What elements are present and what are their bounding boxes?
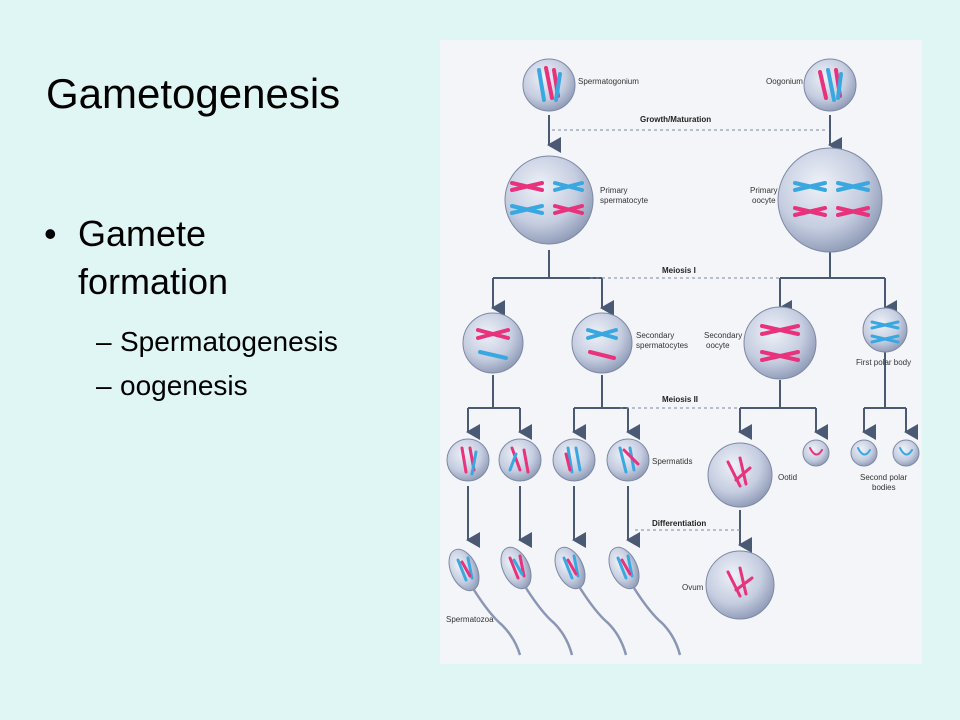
chromosomes — [460, 66, 913, 598]
first-polar-body-cell — [862, 307, 908, 353]
label-second-polar-1: Second polar — [860, 473, 907, 482]
label-primary-spermatocyte-2: spermatocyte — [600, 196, 649, 205]
spermatid-cell — [498, 438, 542, 482]
primary-spermatocyte-cell — [504, 155, 594, 245]
primary-oocyte-cell — [777, 147, 883, 253]
secondary-oocyte-cell — [743, 306, 817, 380]
label-first-polar-body: First polar body — [856, 358, 911, 367]
sub-bullet-text: Spermatogenesis — [120, 326, 338, 357]
secondary-spermatocyte-cell — [462, 312, 524, 374]
label-primary-oocyte-1: Primary — [750, 186, 778, 195]
bullet-gamete-formation: • Gamete formation — [44, 210, 424, 306]
label-oogonium: Oogonium — [766, 77, 803, 86]
label-growth-maturation: Growth/Maturation — [640, 115, 711, 124]
figure-labels: Spermatogonium Oogonium Growth/Maturatio… — [446, 77, 911, 624]
sub-bullet-text: oogenesis — [120, 370, 248, 401]
label-ootid: Ootid — [778, 473, 797, 482]
gametogenesis-diagram: Spermatogonium Oogonium Growth/Maturatio… — [446, 58, 920, 656]
sperm-cell — [554, 546, 628, 656]
ovum-cell — [705, 550, 775, 620]
spermatid-cell — [606, 438, 650, 482]
gametogenesis-figure: Spermatogonium Oogonium Growth/Maturatio… — [440, 40, 922, 664]
label-meiosis-2: Meiosis II — [662, 395, 698, 404]
second-polar-body-cell — [850, 439, 878, 467]
spermatozoa — [448, 546, 682, 656]
dashed-guides — [552, 129, 828, 531]
label-primary-oocyte-2: oocyte — [752, 196, 776, 205]
label-second-polar-2: bodies — [872, 483, 896, 492]
secondary-spermatocyte-cell — [571, 312, 633, 374]
cells — [446, 58, 920, 620]
bullet-list: • Gamete formation – Spermatogenesis – o… — [44, 210, 424, 408]
bullet-dot: • — [44, 213, 57, 254]
label-ovum: Ovum — [682, 583, 704, 592]
second-polar-body-cell — [892, 439, 920, 467]
label-spermatids: Spermatids — [652, 457, 692, 466]
spermatid-cell — [446, 438, 490, 482]
sub-bullet-oogenesis: – oogenesis — [44, 364, 424, 408]
label-secondary-oocyte-1: Secondary — [704, 331, 742, 340]
label-differentiation: Differentiation — [652, 519, 706, 528]
label-meiosis-1: Meiosis I — [662, 266, 696, 275]
bullet-line-2: formation — [78, 261, 229, 302]
sperm-cell — [448, 548, 522, 656]
sperm-cell — [608, 546, 682, 656]
slide-title: Gametogenesis — [46, 70, 341, 117]
polar-body-cell — [802, 439, 830, 467]
spermatid-cell — [552, 438, 596, 482]
sperm-cell — [500, 546, 574, 656]
connector-lines — [466, 115, 918, 553]
sub-bullet-list: – Spermatogenesis – oogenesis — [44, 320, 424, 408]
label-secondary-spermatocytes-1: Secondary — [636, 331, 674, 340]
sub-bullet-dash: – — [96, 370, 112, 401]
label-secondary-oocyte-2: oocyte — [706, 341, 730, 350]
sub-bullet-dash: – — [96, 326, 112, 357]
label-primary-spermatocyte-1: Primary — [600, 186, 628, 195]
bullet-line-1: Gamete — [78, 213, 207, 254]
label-secondary-spermatocytes-2: spermatocytes — [636, 341, 688, 350]
sub-bullet-spermatogenesis: – Spermatogenesis — [44, 320, 424, 364]
label-spermatozoa: Spermatozoa — [446, 615, 494, 624]
label-spermatogonium: Spermatogonium — [578, 77, 639, 86]
